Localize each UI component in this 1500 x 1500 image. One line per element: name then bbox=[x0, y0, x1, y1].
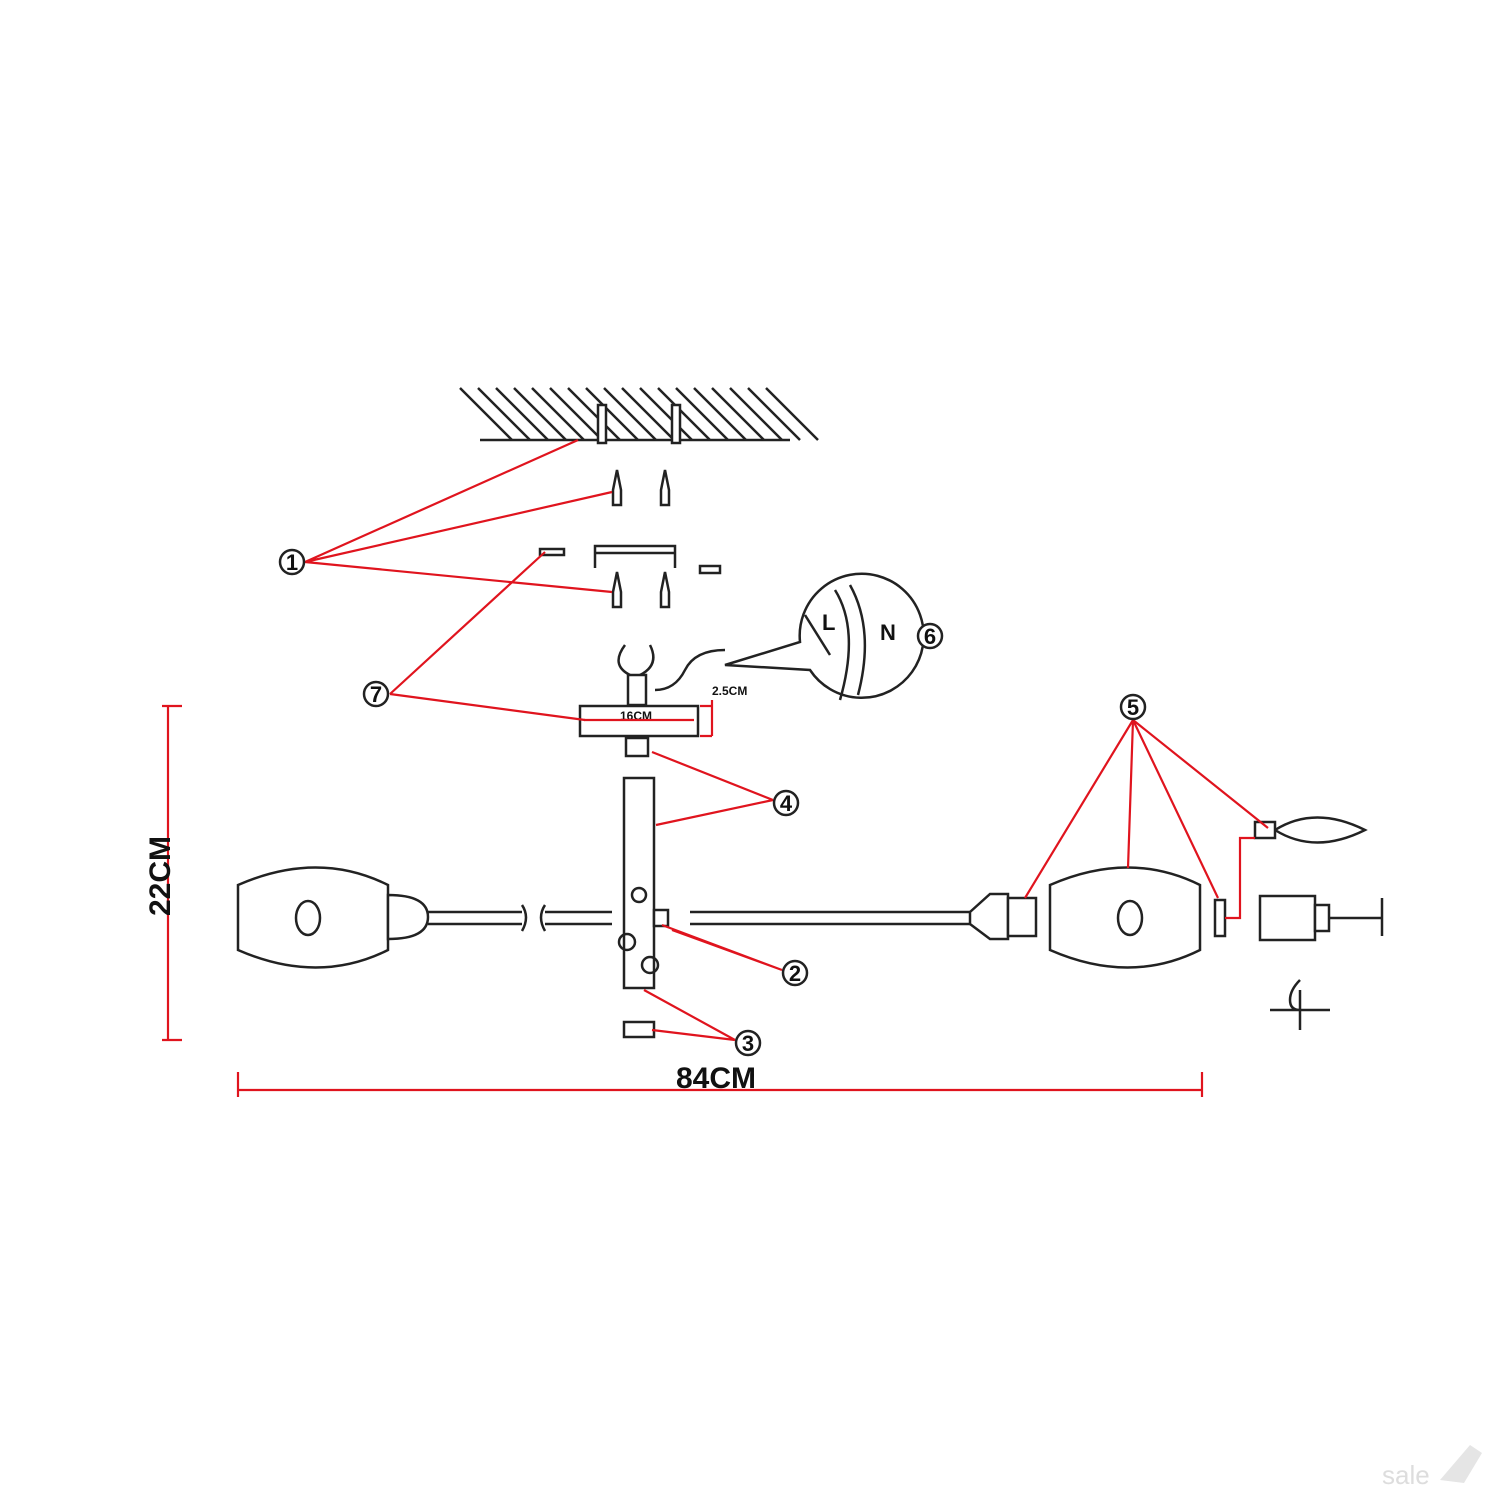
watermark-logo: sale bbox=[1382, 1460, 1430, 1490]
hatch-line bbox=[675, 387, 729, 441]
leader-lines bbox=[304, 438, 1269, 1042]
hatch-line bbox=[729, 387, 783, 441]
right-arm bbox=[652, 816, 1384, 1030]
hatch-line bbox=[585, 387, 639, 441]
hatch-line bbox=[747, 387, 801, 441]
height-dimension-label: 22CM bbox=[144, 836, 177, 916]
hatch-line bbox=[693, 387, 747, 441]
callout-circle bbox=[362, 680, 390, 708]
ceiling-hatch bbox=[459, 387, 819, 445]
callout-number: 5 bbox=[1127, 695, 1139, 720]
wiring-detail-bubble bbox=[724, 572, 925, 701]
callout-circle bbox=[1119, 693, 1147, 721]
hatch-line bbox=[549, 387, 603, 441]
hatch-line bbox=[513, 387, 567, 441]
hatch-line bbox=[459, 387, 513, 441]
hatch-line bbox=[495, 387, 549, 441]
hatch-line bbox=[657, 387, 711, 441]
hatch-line bbox=[567, 387, 621, 441]
plate-height-label: 2.5CM bbox=[712, 684, 747, 698]
width-dimension-line bbox=[236, 1072, 1204, 1097]
hatch-line bbox=[531, 387, 585, 441]
callout-number: 3 bbox=[742, 1031, 754, 1056]
callout-circle bbox=[781, 959, 809, 987]
wires bbox=[617, 644, 726, 707]
callout-number: 6 bbox=[924, 624, 936, 649]
hatch-line bbox=[621, 387, 675, 441]
callout-circle bbox=[734, 1029, 762, 1057]
callout-number: 2 bbox=[789, 961, 801, 986]
width-dimension-label: 84CM bbox=[676, 1062, 756, 1095]
neutral-wire-label: N bbox=[880, 620, 896, 645]
left-arm bbox=[236, 866, 612, 969]
height-dimension-line bbox=[162, 704, 182, 1042]
callout-circle bbox=[772, 789, 800, 817]
mounting-bracket bbox=[538, 544, 722, 575]
wall-anchors bbox=[611, 469, 671, 609]
hatch-line bbox=[477, 387, 531, 441]
callout-number: 7 bbox=[370, 682, 382, 707]
hatch-line bbox=[603, 387, 657, 441]
live-wire-label: L bbox=[822, 610, 835, 635]
watermark-tag-icon bbox=[1440, 1445, 1482, 1483]
hatch-line bbox=[711, 387, 765, 441]
callout-circle bbox=[278, 548, 306, 576]
hatch-line bbox=[639, 387, 693, 441]
hatch-line bbox=[765, 387, 819, 441]
callout-circle bbox=[916, 622, 944, 650]
callout-number: 1 bbox=[286, 550, 298, 575]
center-stem bbox=[617, 776, 660, 1039]
callout-number: 4 bbox=[780, 791, 793, 816]
